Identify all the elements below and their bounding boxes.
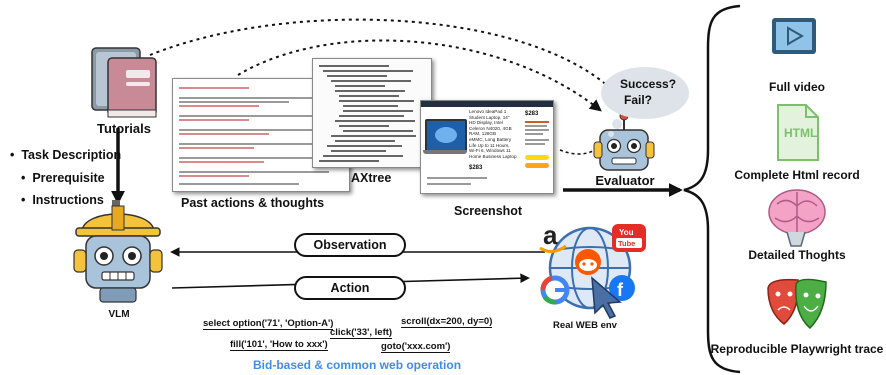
svg-text:a: a bbox=[543, 220, 558, 250]
vlm-label: VLM bbox=[108, 309, 130, 320]
evaluator-bubble-text: Success? Fail? bbox=[620, 77, 677, 107]
laptop-screen-image bbox=[425, 119, 467, 153]
operation-select-option: select option('71', 'Option-A') bbox=[203, 318, 334, 330]
operation-goto: goto('xxx.com') bbox=[381, 341, 451, 353]
real-web-env-label: Real WEB env bbox=[553, 320, 617, 331]
output-playwright-trace-label: Reproducible Playwright trace bbox=[710, 342, 884, 356]
amazon-logo-icon: a bbox=[539, 220, 567, 253]
svg-text:f: f bbox=[617, 280, 624, 300]
evaluator-robot-icon bbox=[593, 111, 655, 171]
vlm-robot-icon bbox=[73, 200, 163, 303]
screenshot-topbar bbox=[421, 101, 553, 107]
product-price-buybox: $283 bbox=[525, 111, 539, 117]
reddit-logo-icon bbox=[575, 249, 601, 275]
input-item-instructions: • Instructions bbox=[21, 193, 104, 207]
add-to-cart-button-image bbox=[525, 155, 549, 160]
video-play-icon bbox=[772, 18, 816, 54]
input-item-task-description: • Task Description bbox=[10, 148, 122, 162]
output-detailed-thoughts-label: Detailed Thoghts bbox=[748, 248, 846, 262]
html-icon-text: HTML bbox=[784, 126, 818, 140]
operation-fill: fill('101', 'How to xxx') bbox=[230, 339, 328, 351]
evaluator-speech-bubble bbox=[601, 67, 689, 137]
screenshot-to-evaluator-dotted-arrow bbox=[559, 133, 614, 155]
input-item-prerequisite: • Prerequisite bbox=[21, 171, 105, 185]
observation-pill: Observation bbox=[294, 233, 406, 257]
google-logo-icon bbox=[540, 275, 570, 305]
operation-scroll: scroll(dx=200, dy=0) bbox=[401, 316, 493, 328]
tutorials-to-evaluator-dotted-arrow bbox=[149, 18, 632, 112]
observations-to-evaluator-dotted-arrow bbox=[237, 39, 602, 112]
books-icon bbox=[91, 47, 157, 118]
output-html-record-label: Complete Html record bbox=[734, 168, 860, 182]
facebook-logo-icon: f bbox=[609, 275, 635, 301]
buy-now-button-image bbox=[525, 163, 549, 168]
past-actions-label: Past actions & thoughts bbox=[181, 196, 325, 210]
evaluator-label: Evaluator bbox=[595, 173, 655, 188]
operation-click: click('33', left) bbox=[330, 327, 393, 339]
cursor-arrow-icon bbox=[591, 276, 622, 319]
action-pill: Action bbox=[294, 276, 406, 300]
screenshot-label: Screenshot bbox=[454, 204, 523, 218]
output-full-video-label: Full video bbox=[768, 80, 826, 94]
axtree-document bbox=[312, 58, 432, 168]
laptop-base-image bbox=[423, 150, 467, 154]
svg-text:You: You bbox=[619, 228, 634, 237]
axtree-label: AXtree bbox=[351, 171, 392, 185]
brain-icon bbox=[768, 189, 826, 247]
youtube-logo-icon: You Tube bbox=[612, 224, 646, 252]
tutorials-label: Tutorials bbox=[97, 121, 151, 136]
product-title: Lenovo IdeaPad 1 Student Laptop, 14" HD … bbox=[469, 109, 517, 159]
html-file-icon bbox=[777, 104, 819, 161]
screenshot-document: Lenovo IdeaPad 1 Student Laptop, 14" HD … bbox=[420, 100, 554, 194]
bid-caption: Bid-based & common web operation bbox=[253, 358, 462, 372]
svg-text:Tube: Tube bbox=[618, 239, 635, 248]
product-price: $283 bbox=[469, 165, 483, 171]
theater-masks-icon bbox=[767, 278, 827, 330]
outputs-curly-brace bbox=[683, 4, 741, 374]
